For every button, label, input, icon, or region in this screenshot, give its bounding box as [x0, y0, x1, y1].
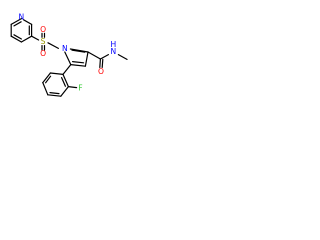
- bond: [62, 73, 70, 88]
- bond: [44, 75, 52, 84]
- atom-label-pyrrole-n: N: [62, 44, 68, 53]
- bond: [49, 91, 60, 95]
- bond: [117, 53, 128, 61]
- bond: [67, 85, 78, 89]
- bond: [13, 21, 22, 27]
- bond: [42, 72, 52, 84]
- bond: [23, 19, 33, 25]
- bond: [49, 72, 64, 76]
- bond: [64, 51, 72, 66]
- bond: [10, 18, 22, 25]
- atom-label-fluorine: F: [78, 84, 82, 93]
- molecule-structure: N S O O N O N H F: [10, 12, 128, 97]
- atom-label-amide-n: N: [111, 47, 117, 56]
- bond: [62, 63, 72, 76]
- bond: [101, 58, 104, 69]
- bond: [47, 42, 60, 50]
- bond: [42, 81, 49, 96]
- bond: [70, 63, 87, 67]
- bond: [60, 76, 67, 87]
- bond: [84, 51, 89, 67]
- atom-label-carbonyl-o: O: [98, 67, 104, 76]
- bond: [69, 48, 89, 53]
- bond: [10, 35, 22, 43]
- bond: [13, 34, 22, 40]
- atom-label-pyridine-n: N: [19, 12, 25, 21]
- atom-label-amide-h: H: [111, 40, 117, 49]
- bond: [99, 53, 110, 60]
- bond: [47, 94, 62, 97]
- atom-label-sulfonyl-o-top: O: [40, 25, 46, 34]
- bond: [31, 35, 40, 41]
- bond: [71, 60, 85, 64]
- atom-labels: N S O O N O N H F: [19, 12, 117, 92]
- bond: [99, 58, 102, 69]
- bond: [20, 35, 33, 43]
- bond: [71, 49, 86, 53]
- atom-label-sulfonyl-o-bottom: O: [40, 49, 46, 58]
- bond: [60, 85, 70, 97]
- bond: [87, 51, 102, 60]
- bonds: [10, 18, 128, 97]
- atom-label-sulfonyl-s: S: [41, 37, 46, 46]
